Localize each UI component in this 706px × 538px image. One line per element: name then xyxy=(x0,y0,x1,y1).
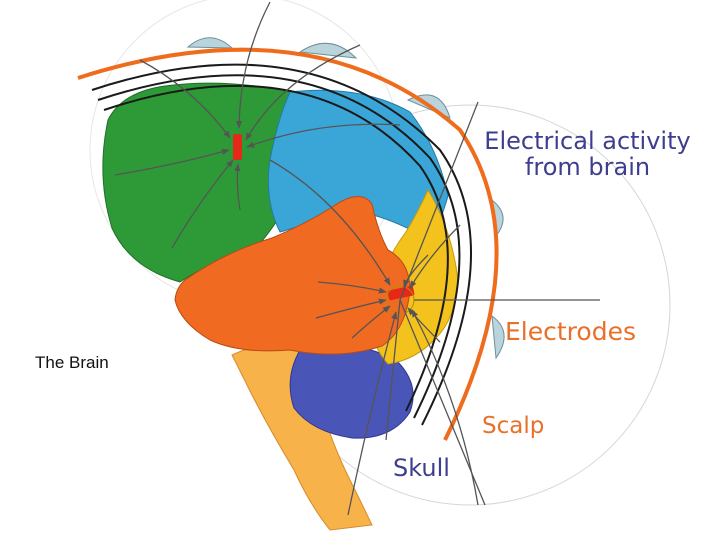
electrode-1 xyxy=(188,38,232,48)
the-brain-label: The Brain xyxy=(35,354,109,373)
electrode-5 xyxy=(492,316,504,358)
cortical-activity-source xyxy=(233,134,242,160)
skull-label: Skull xyxy=(393,455,450,481)
electrodes-label: Electrodes xyxy=(505,318,636,346)
electrical-activity-line1: Electrical activity xyxy=(475,128,700,154)
electrical-activity-line2: from brain xyxy=(475,154,700,180)
scalp-label: Scalp xyxy=(482,414,544,439)
electrical-activity-label: Electrical activity from brain xyxy=(475,128,700,181)
